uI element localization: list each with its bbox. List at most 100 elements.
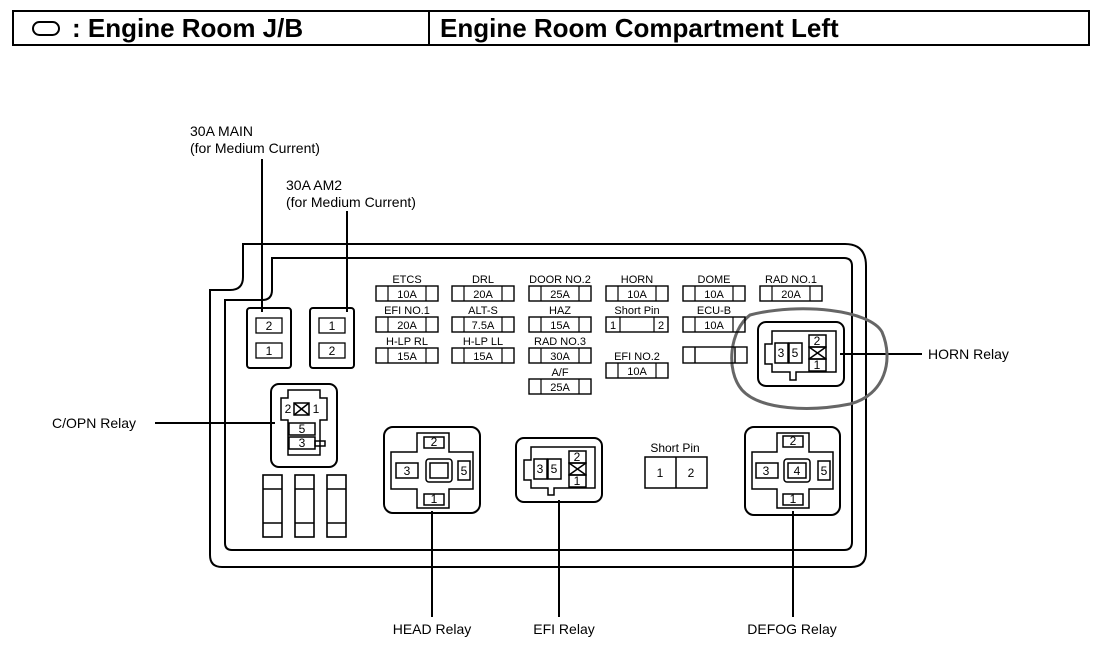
fuse-etcs: ETCS 10A	[375, 274, 439, 302]
main-callout-line1: 30A MAIN	[190, 123, 253, 139]
fuse-label: ETCS	[392, 274, 421, 286]
horn-pin-1: 1	[814, 358, 821, 372]
fuse-label: DOOR NO.2	[529, 274, 591, 286]
fuse-amperage: 20A	[781, 289, 801, 301]
header-right-cell: Engine Room Compartment Left	[430, 12, 1088, 44]
fuse-amperage: 30A	[550, 351, 570, 363]
fuse-amperage: 10A	[627, 366, 647, 378]
am2-fuse-pin-bottom: 2	[329, 344, 336, 358]
fuse-h-lp-rl: H-LP RL 15A	[375, 336, 439, 364]
fuse-label: ECU-B	[697, 305, 731, 317]
fuse-label: Short Pin	[614, 305, 659, 317]
fuse-slot	[375, 316, 439, 333]
fuse-amperage: 7.5A	[472, 320, 495, 332]
defog-pin-4: 4	[794, 464, 801, 478]
fuse-slot	[528, 285, 592, 302]
main-fuse-body	[246, 307, 292, 369]
short-pin-center	[644, 456, 708, 489]
copn-pin-3: 3	[299, 436, 306, 450]
efi-relay-label: EFI Relay	[533, 621, 594, 637]
fuse-alt-s: ALT-S 7.5A	[451, 305, 515, 333]
copn-pin-5: 5	[299, 422, 306, 436]
fuse-slot	[605, 316, 669, 333]
fuse-label: EFI NO.2	[614, 351, 660, 363]
fuse-ecu-b: ECU-B 10A	[682, 305, 746, 333]
main-fuse-pin-bottom: 1	[266, 344, 273, 358]
fuse-label: H-LP RL	[386, 336, 428, 348]
main-fuse-pin-top: 2	[266, 319, 273, 333]
defog-relay	[744, 426, 841, 516]
head-relay-label: HEAD Relay	[393, 621, 472, 637]
fuse-slot	[759, 285, 823, 302]
efi-pin-3: 3	[537, 462, 544, 476]
efi-pin-2: 2	[574, 450, 581, 464]
fuse-rad-no-3: RAD NO.3 30A	[528, 336, 592, 364]
fuse-efi-no-2: EFI NO.2 10A	[605, 351, 669, 379]
fuse-slot	[682, 316, 746, 333]
head-pin-1: 1	[431, 492, 438, 506]
am2-callout-line2: (for Medium Current)	[286, 194, 416, 210]
fuse-amperage: 15A	[550, 320, 570, 332]
fuse-slot	[375, 285, 439, 302]
am2-fuse-body	[309, 307, 355, 369]
efi-relay	[515, 437, 603, 503]
spare-vertical-slots	[262, 474, 347, 538]
defog-pin-2: 2	[790, 434, 797, 448]
head-pin-5: 5	[461, 464, 468, 478]
fuse-amperage: 20A	[473, 289, 493, 301]
horn-relay-label: HORN Relay	[928, 346, 1009, 362]
am2-callout-line1: 30A AM2	[286, 177, 342, 193]
head-pin-2: 2	[431, 435, 438, 449]
oval-symbol-icon	[32, 20, 60, 36]
fuse-amperage: 10A	[704, 320, 724, 332]
housing-outer	[209, 243, 867, 568]
fuse-slot	[605, 285, 669, 302]
header-left-title: : Engine Room J/B	[72, 12, 304, 43]
am2-fuse-pin-top: 1	[329, 319, 336, 333]
fuse-label: ALT-S	[468, 305, 498, 317]
copn-relay	[270, 383, 338, 468]
fuse-amperage: 10A	[627, 289, 647, 301]
horn-pin-3: 3	[778, 346, 785, 360]
horn-pin-5: 5	[792, 346, 799, 360]
fuse-drl: DRL 20A	[451, 274, 515, 302]
fuse-label: RAD NO.3	[534, 336, 586, 348]
fuse-amperage: 10A	[704, 289, 724, 301]
copn-pin-1: 1	[313, 402, 320, 416]
header-right-title: Engine Room Compartment Left	[440, 12, 839, 43]
fuse-label: RAD NO.1	[765, 274, 817, 286]
fuse-slot	[682, 285, 746, 302]
horn-pin-2: 2	[814, 334, 821, 348]
fuse-label: H-LP LL	[463, 336, 503, 348]
fuse-slot	[528, 347, 592, 364]
fuse-label: EFI NO.1	[384, 305, 430, 317]
fuse-efi-no-1: EFI NO.1 20A	[375, 305, 439, 333]
fuse-amperage: 10A	[397, 289, 417, 301]
main-callout-line2: (for Medium Current)	[190, 140, 320, 156]
fuse-slot	[451, 285, 515, 302]
fuse-label: DRL	[472, 274, 494, 286]
defog-pin-5: 5	[821, 464, 828, 478]
short-pin-center-label: Short Pin	[650, 441, 699, 455]
fuse-rad-no-1: RAD NO.1 20A	[759, 274, 823, 302]
fuse-amperage: 15A	[397, 351, 417, 363]
short-pin-center-pin-1: 1	[657, 466, 664, 480]
fuse-amperage: 25A	[550, 382, 570, 394]
housing-inner	[224, 257, 853, 551]
horn-relay-highlight	[730, 307, 889, 410]
fuse-slot	[528, 316, 592, 333]
fuse-slot	[375, 347, 439, 364]
head-pin-3: 3	[404, 464, 411, 478]
fuse-amperage: 20A	[397, 320, 417, 332]
defog-relay-label: DEFOG Relay	[747, 621, 836, 637]
fuse-amperage: 15A	[473, 351, 493, 363]
head-relay	[383, 426, 481, 514]
short-pin-pin: 1	[610, 320, 616, 332]
